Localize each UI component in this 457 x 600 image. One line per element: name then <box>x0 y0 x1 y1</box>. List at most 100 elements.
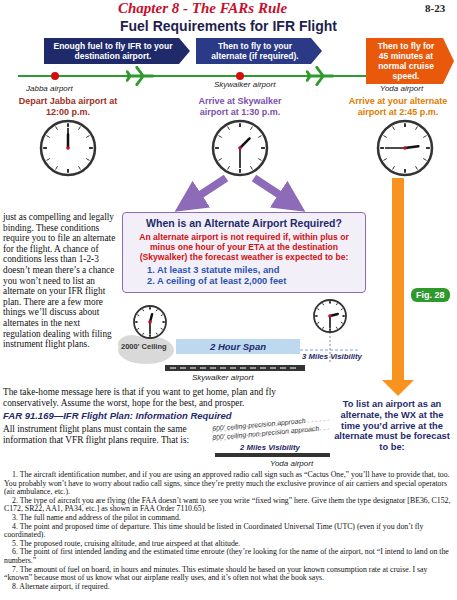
clock-tick <box>135 321 137 323</box>
figure-tag: Fig. 28 <box>411 288 450 302</box>
clock-tick <box>258 136 261 138</box>
clock-tick <box>317 322 319 323</box>
clock-tick <box>341 309 343 310</box>
list-item: 1. The aircraft identification number, a… <box>4 471 453 497</box>
clock-tick <box>218 136 221 138</box>
clock-tick <box>380 147 384 149</box>
airport-name: Jabba airport <box>26 84 96 93</box>
clock-tick <box>149 307 151 309</box>
alternate-rule-text: To list an airport as an alternate, the … <box>330 399 454 453</box>
clock-tick <box>79 126 81 129</box>
fuel-arrow: Then to fly to your alternate (if requir… <box>196 38 322 64</box>
arrow-body <box>366 38 454 84</box>
list-item: 6. The point of first intended landing a… <box>4 548 453 565</box>
clock-tick <box>86 159 89 161</box>
time-label: Arrive at your alternate airport at 2:45… <box>343 96 453 117</box>
minute-hand <box>386 147 405 149</box>
node-text: When is an Alternate Airport Required? <box>129 217 359 229</box>
clock-tick <box>329 301 331 303</box>
clock-tick <box>137 315 139 316</box>
hour-hand <box>405 146 418 148</box>
node-text: Enough fuel to fly IFR to your destinati… <box>50 41 176 61</box>
clock-tick <box>149 334 151 336</box>
clock-tick <box>239 123 241 127</box>
clock-tick <box>67 123 69 127</box>
clock-face <box>378 121 432 175</box>
list-item: 8. Alternate airport, if required. <box>4 583 453 592</box>
runway <box>165 365 305 371</box>
clock-tick <box>383 136 386 138</box>
airport-name: Yoda airport <box>270 459 330 468</box>
airport-name: Skywalker airport <box>192 373 282 382</box>
clock-tick <box>46 136 49 138</box>
clock-tick <box>143 333 144 335</box>
list-item: 5. The proposed route, cruising altitude… <box>4 540 453 549</box>
node-text: Fig. 28 <box>416 290 445 300</box>
node-text: 2 Hour Span <box>180 341 296 352</box>
clock-tick <box>404 123 406 127</box>
runway <box>215 453 330 457</box>
clock-tick <box>67 169 69 173</box>
clock-center <box>328 314 332 318</box>
clock-tick <box>56 126 58 129</box>
clock-tick <box>393 166 395 169</box>
clock-tick <box>161 315 163 316</box>
clock-center <box>238 146 242 150</box>
node-text: 2. A ceiling of at least 2,000 feet <box>129 276 359 287</box>
body-text: The take-home message here is that if yo… <box>3 387 325 408</box>
node-text: 1. At least 3 statute miles, and <box>129 265 359 276</box>
clock-center <box>403 146 407 150</box>
arrow-body <box>196 38 322 64</box>
airport-name: Skywalker airport <box>214 80 284 89</box>
clock-tick <box>261 147 265 149</box>
runway-marking <box>170 368 300 369</box>
clock-tick <box>426 147 430 149</box>
clock-tick <box>258 159 261 161</box>
list-item: 4. The point and proposed time of depart… <box>4 523 453 540</box>
clock-tick <box>251 166 253 169</box>
airplane-icon <box>127 67 153 84</box>
list-item: 7. The amount of fuel on board, in hours… <box>4 566 453 583</box>
clock-tick <box>228 166 230 169</box>
clock-tick <box>416 126 418 129</box>
clock-tick <box>251 126 253 129</box>
clock-tick <box>156 309 157 311</box>
clock-tick <box>423 136 426 138</box>
clock-tick <box>46 159 49 161</box>
clock-face <box>134 306 166 338</box>
item-list: 1. The aircraft identification number, a… <box>4 471 453 591</box>
node-text: Then to fly to your alternate (if requir… <box>202 41 308 61</box>
list-item: 2. The type of aircraft you are flying (… <box>4 497 453 514</box>
list-item: 3. The full name and address of the pilo… <box>4 514 453 523</box>
clock-tick <box>215 147 219 149</box>
cloud <box>118 336 174 364</box>
airport-dot <box>236 72 244 80</box>
clock-tick <box>218 159 221 161</box>
clock-center <box>148 320 152 324</box>
clock-tick <box>86 136 89 138</box>
clock-tick <box>323 303 324 305</box>
clock-tick <box>393 126 395 129</box>
clock-tick <box>156 333 157 335</box>
airplane-icon <box>307 67 333 84</box>
clock-center <box>66 146 70 150</box>
orange-arrowhead <box>382 380 414 396</box>
clock-tick <box>342 315 344 317</box>
info-box: When is an Alternate Airport Required?An… <box>122 212 366 293</box>
minute-hand <box>67 129 69 148</box>
fuel-arrow: Then to fly for 45 minutes at normal cru… <box>366 38 454 84</box>
clock-tick <box>329 328 331 330</box>
node-text: Then to fly for 45 minutes at normal cru… <box>372 41 440 81</box>
minute-hand <box>239 148 241 167</box>
visibility-line <box>300 350 360 351</box>
body-text: All instrument flight plans must contain… <box>3 424 207 445</box>
time-label: Arrive at Skywalker airport at 1:30 p.m. <box>183 96 297 117</box>
arrow-body <box>44 38 190 64</box>
diagram-title: Fuel Requirements for IFR Flight <box>0 18 457 34</box>
hour-hand <box>240 138 250 148</box>
clock-tick <box>43 147 47 149</box>
clock-tick <box>423 159 426 161</box>
page-number: 8-23 <box>425 2 455 14</box>
clock-face <box>213 121 267 175</box>
